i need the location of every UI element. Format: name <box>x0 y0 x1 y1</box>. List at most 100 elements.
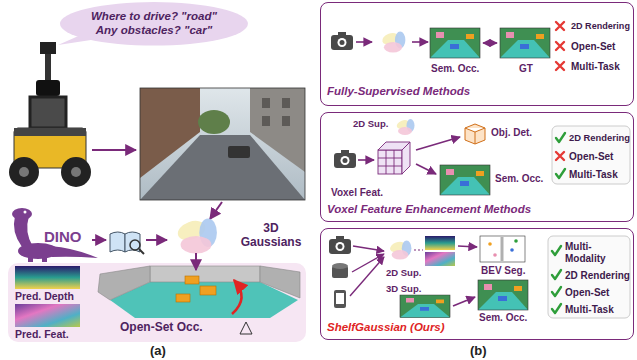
pipeline-figure <box>400 295 450 318</box>
pipeline-figure <box>480 236 525 262</box>
camera-image <box>140 88 305 200</box>
output-label: Pred. Feat. <box>15 328 69 341</box>
pipeline-figure <box>402 142 410 174</box>
flow-arrow <box>146 239 167 241</box>
pipeline-figure <box>334 150 356 168</box>
pipeline-figure <box>483 42 497 43</box>
pipeline-figure <box>332 263 348 269</box>
camera-image <box>262 116 270 126</box>
output-label: Open-Set Occ. <box>118 320 205 334</box>
pipeline-figure <box>453 297 475 306</box>
property-item: Open-Set <box>569 151 613 163</box>
pipeline-figure <box>329 236 351 254</box>
pipeline-figure <box>556 133 565 142</box>
camera-image <box>140 88 305 200</box>
pipeline-figure <box>378 158 402 159</box>
pipeline-figure <box>425 252 455 266</box>
pipeline-figure <box>378 142 410 174</box>
task-label: Sem. Occ. <box>479 312 527 324</box>
book-icon <box>139 249 144 254</box>
property-item: Multi-Task <box>571 61 620 73</box>
pipeline-figure <box>552 304 561 313</box>
method-panel: 2D Sup. 3D Sup. BEV Seg. Sem. Occ. Multi-Mod… <box>320 228 634 340</box>
supervision-label: 3D Sup. <box>386 283 421 294</box>
pipeline-figure <box>378 166 402 167</box>
pipeline-figure <box>414 249 423 250</box>
book-icon <box>130 240 140 250</box>
output-region <box>260 266 300 298</box>
pipeline-figure <box>430 28 480 58</box>
gaussian-ellipses <box>175 217 217 253</box>
pipeline-figure <box>386 150 387 174</box>
camera-image <box>262 98 270 108</box>
property-item: 2D Rendering <box>565 270 630 282</box>
pipeline-figure <box>358 159 374 161</box>
dino-figure <box>12 208 98 262</box>
method-panel: 2D Sup.Voxel Feat.Obj. Det.Sem. Occ.2D R… <box>320 112 634 222</box>
property-item: Multi-Modality <box>565 241 625 265</box>
output-region <box>176 294 190 302</box>
camera-image <box>282 98 290 108</box>
pipeline-figure <box>514 239 518 243</box>
pipeline-figure <box>500 28 550 58</box>
robot-figure <box>9 42 91 187</box>
pipeline-figure <box>416 137 460 150</box>
dino-figure <box>50 246 98 258</box>
pipeline-figure <box>552 246 561 255</box>
robot-figure <box>30 97 66 128</box>
pipeline-figure <box>356 41 372 43</box>
flow-arrow <box>92 149 136 151</box>
pipeline-figure <box>440 165 490 195</box>
image-label: GT <box>519 63 533 75</box>
output-region <box>185 276 199 284</box>
pipeline-figure <box>556 42 564 50</box>
method-panel: Sem. Occ.GT2D RenderingOpen-SetMulti-Tas… <box>320 2 634 106</box>
task-label: BEV Seg. <box>481 265 525 277</box>
pipeline-figure <box>353 246 384 251</box>
output-region <box>195 253 197 270</box>
output-region <box>240 322 252 334</box>
model-name: DINO <box>44 228 82 246</box>
pipeline-figure <box>556 22 564 30</box>
pipeline-figure <box>488 242 492 246</box>
supervision-label: 2D Sup. <box>386 267 421 278</box>
output-region <box>232 280 242 314</box>
robot-figure <box>19 167 29 177</box>
pipeline-figure <box>552 287 561 296</box>
pipeline-figure <box>350 257 384 296</box>
pipeline-figure <box>510 248 514 252</box>
pipeline-figure <box>336 293 344 304</box>
feature-label: Voxel Feat. <box>331 187 383 199</box>
pipeline-figure <box>493 253 497 257</box>
pipeline-figure <box>381 31 406 52</box>
pipeline-figure <box>334 290 346 308</box>
property-item: 2D Rendering <box>571 21 630 32</box>
panel-title: Voxel Feature Enhancement Methods <box>327 203 531 217</box>
dino-figure <box>24 211 27 214</box>
output-region <box>150 266 260 282</box>
robot-figure <box>40 42 56 54</box>
panel-title: ShelfGaussian (Ours) <box>327 321 445 335</box>
pipeline-figure <box>465 124 485 144</box>
pipeline-figure <box>556 152 564 160</box>
robot-figure <box>9 157 39 187</box>
property-item: 2D Rendering <box>569 133 630 144</box>
pipeline-figure <box>552 126 630 184</box>
output-label: Pred. Depth <box>15 290 74 303</box>
pipeline-figure <box>458 246 477 247</box>
pipeline-figure <box>548 236 630 318</box>
panel-label: (a) <box>150 343 166 359</box>
robot-figure <box>14 128 86 136</box>
camera-image <box>140 88 305 200</box>
pipeline-figure <box>334 119 630 195</box>
task-label: Sem. Occ. <box>495 173 543 185</box>
supervision-label: 2D Sup. <box>353 118 388 129</box>
camera-image <box>198 110 230 134</box>
component-label: 3D Gaussians <box>238 221 304 250</box>
property-item: Multi-Task <box>565 304 614 316</box>
pipeline-figure <box>412 41 428 43</box>
gaussian-ellipses <box>175 217 217 253</box>
robot-figure <box>36 80 60 96</box>
pipeline-figure <box>331 32 353 50</box>
pipeline-figure <box>425 236 455 250</box>
